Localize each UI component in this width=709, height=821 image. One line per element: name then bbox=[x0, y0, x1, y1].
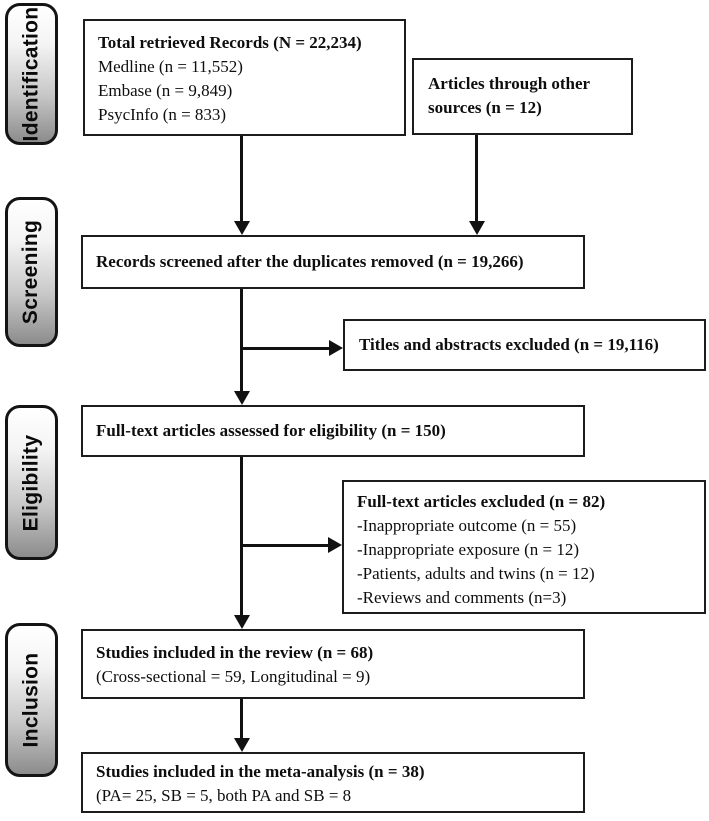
stage-inclusion: Inclusion bbox=[5, 623, 58, 777]
flow-box-fulltext-excluded: Full-text articles excluded (n = 82) -In… bbox=[342, 480, 706, 614]
flow-box-included-meta-analysis: Studies included in the meta-analysis (n… bbox=[81, 752, 585, 813]
flow-box-fulltext-assessed: Full-text articles assessed for eligibil… bbox=[81, 405, 585, 457]
flow-box-titles-abstracts-excluded: Titles and abstracts excluded (n = 19,11… bbox=[343, 319, 706, 371]
box-line: PsycInfo (n = 833) bbox=[98, 105, 227, 124]
connector-branch-fulltext-excluded bbox=[240, 544, 330, 547]
flow-box-records-screened: Records screened after the duplicates re… bbox=[81, 235, 585, 289]
stage-identification: Identification bbox=[5, 3, 58, 145]
box-title: Studies included in the review (n = 68) bbox=[96, 643, 374, 662]
box-title: Total retrieved Records (N = 22,234) bbox=[98, 33, 362, 52]
box-line: -Inappropriate exposure (n = 12) bbox=[357, 540, 580, 559]
connector-branch-titles-excluded bbox=[240, 347, 331, 350]
stage-inclusion-label: Inclusion bbox=[19, 652, 43, 748]
flow-box-total-records: Total retrieved Records (N = 22,234) Med… bbox=[83, 19, 406, 136]
box-line: (PA= 25, SB = 5, both PA and SB = 8 bbox=[96, 786, 352, 805]
stage-eligibility-label: Eligibility bbox=[19, 434, 43, 531]
connector-review-to-meta bbox=[240, 699, 243, 740]
arrowhead-down-icon bbox=[234, 391, 250, 405]
box-line: Medline (n = 11,552) bbox=[98, 57, 243, 76]
box-title: Full-text articles assessed for eligibil… bbox=[96, 421, 446, 440]
stage-screening-label: Screening bbox=[19, 219, 43, 325]
connector-total-to-screened bbox=[240, 136, 243, 224]
box-line: (Cross-sectional = 59, Longitudinal = 9) bbox=[96, 667, 371, 686]
box-title: Records screened after the duplicates re… bbox=[96, 252, 524, 271]
box-line: Embase (n = 9,849) bbox=[98, 81, 233, 100]
flow-box-other-sources: Articles through other sources (n = 12) bbox=[412, 58, 633, 135]
connector-screened-to-assessed bbox=[240, 289, 243, 393]
flow-box-included-review: Studies included in the review (n = 68) … bbox=[81, 629, 585, 699]
box-title: Studies included in the meta-analysis (n… bbox=[96, 762, 425, 781]
arrowhead-right-icon bbox=[328, 537, 342, 553]
box-title: Articles through other sources (n = 12) bbox=[428, 74, 590, 117]
box-line: -Patients, adults and twins (n = 12) bbox=[357, 564, 595, 583]
stage-identification-label: Identification bbox=[19, 6, 43, 142]
connector-assessed-to-review bbox=[240, 457, 243, 617]
arrowhead-down-icon bbox=[234, 738, 250, 752]
arrowhead-down-icon bbox=[234, 615, 250, 629]
box-title: Titles and abstracts excluded (n = 19,11… bbox=[359, 335, 659, 354]
connector-other-to-screened bbox=[475, 135, 478, 224]
box-line: -Reviews and comments (n=3) bbox=[357, 588, 567, 607]
stage-eligibility: Eligibility bbox=[5, 405, 58, 560]
box-line: -Inappropriate outcome (n = 55) bbox=[357, 516, 577, 535]
arrowhead-down-icon bbox=[234, 221, 250, 235]
arrowhead-right-icon bbox=[329, 340, 343, 356]
arrowhead-down-icon bbox=[469, 221, 485, 235]
stage-screening: Screening bbox=[5, 197, 58, 347]
box-title: Full-text articles excluded (n = 82) bbox=[357, 492, 606, 511]
